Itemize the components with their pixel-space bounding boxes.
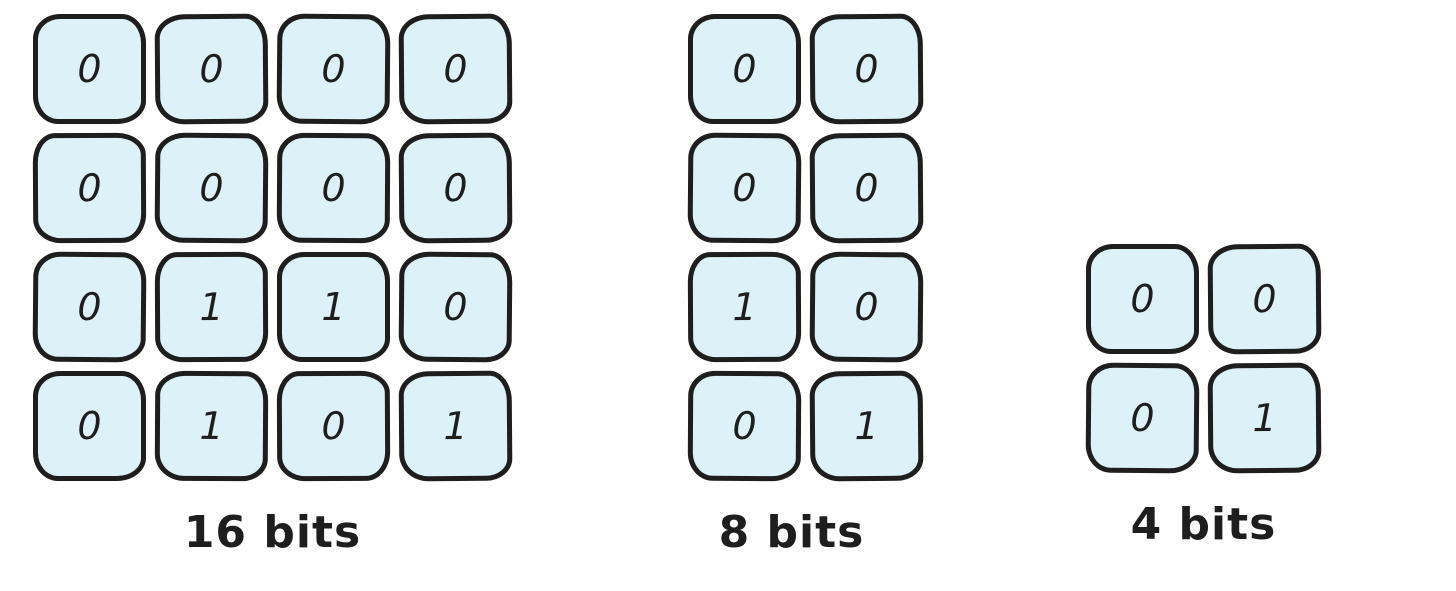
bit-group-8bits: 0 0 0 0 1 0 0 1 8 bits: [687, 13, 924, 558]
bit-cell: 0: [32, 132, 147, 244]
bit-cell: 0: [276, 132, 391, 244]
bit-cell: 1: [687, 251, 802, 363]
bit-cell: 0: [33, 14, 146, 124]
bit-cell: 0: [32, 251, 147, 363]
bit-cell: 0: [688, 14, 801, 124]
bit-cell: 0: [687, 132, 802, 244]
bit-grid-8bits: 0 0 0 0 1 0 0 1: [687, 13, 924, 482]
bit-cell: 1: [1207, 362, 1322, 474]
group-label-8bits: 8 bits: [718, 507, 865, 558]
bit-cell: 1: [277, 252, 390, 362]
bit-cell: 0: [398, 13, 513, 125]
bit-group-16bits: 0 0 0 0 0 0 0 0 0 1 1 0 0 1 0 1 16 bits: [32, 13, 513, 558]
bit-cell: 1: [809, 370, 924, 482]
bit-grid-4bits: 0 0 0 1: [1085, 243, 1322, 474]
bit-cell: 0: [398, 132, 513, 244]
bit-cell: 0: [154, 13, 269, 125]
bit-cell: 0: [33, 371, 146, 481]
bit-cell: 0: [1086, 244, 1199, 354]
bit-cell: 0: [687, 370, 802, 482]
bit-cell: 1: [398, 370, 513, 482]
group-label-4bits: 4 bits: [1130, 499, 1277, 550]
bit-cell: 0: [809, 13, 924, 125]
bit-cell: 0: [1085, 362, 1200, 474]
bit-grid-16bits: 0 0 0 0 0 0 0 0 0 1 1 0 0 1 0 1: [32, 13, 513, 482]
bit-cell: 0: [276, 13, 391, 125]
bit-group-4bits: 0 0 0 1 4 bits: [1085, 243, 1322, 550]
bit-cell: 0: [809, 132, 924, 244]
bit-cell: 1: [154, 251, 269, 363]
bit-cell: 0: [809, 251, 924, 363]
group-label-16bits: 16 bits: [183, 507, 362, 558]
bit-cell: 1: [154, 370, 269, 482]
bit-cell: 0: [276, 370, 391, 482]
bit-cell: 0: [398, 251, 513, 363]
bit-cell: 0: [154, 132, 269, 244]
bit-cell: 0: [1207, 243, 1322, 355]
